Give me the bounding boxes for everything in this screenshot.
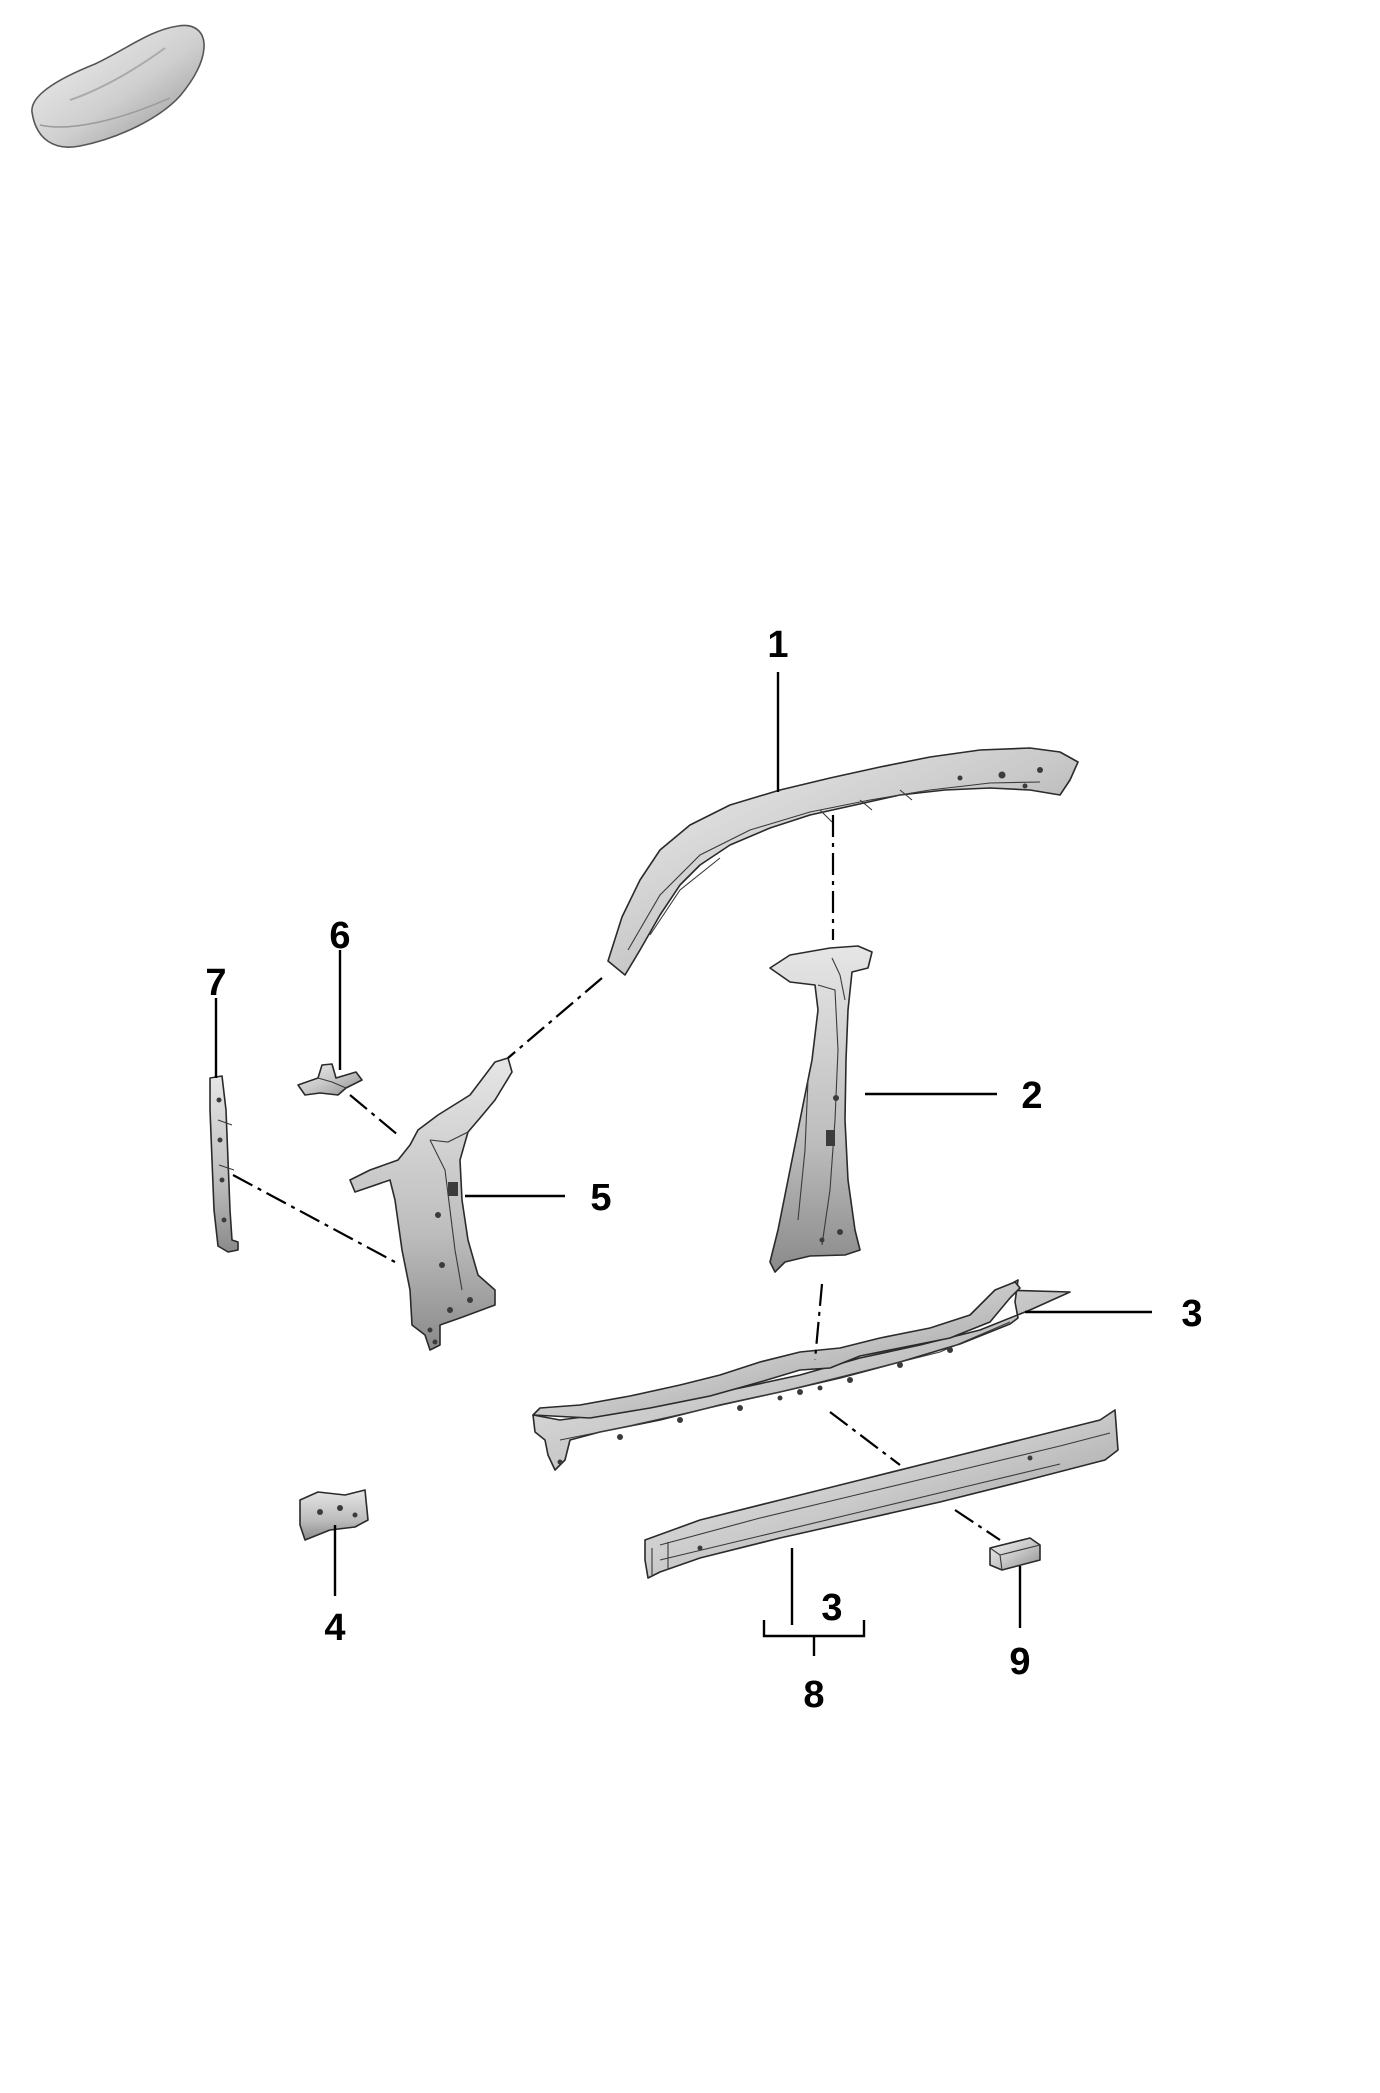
- part-closing-piece: [989, 1537, 1041, 1571]
- car-silhouette-icon: [31, 24, 205, 148]
- part-sill-outer: [644, 1409, 1119, 1579]
- callout-2: 2: [1021, 1075, 1042, 1117]
- callout-1: 1: [767, 624, 788, 666]
- assembly-lines: [232, 815, 1001, 1541]
- callout-9: 9: [1009, 1641, 1030, 1683]
- callout-5: 5: [590, 1177, 611, 1219]
- part-sill-inner: [532, 1279, 1071, 1471]
- part-a-pillar-lower: [349, 1057, 513, 1351]
- callout-8: 8: [803, 1674, 824, 1716]
- callout-4: 4: [324, 1607, 345, 1649]
- callout-3-upper: 3: [1181, 1293, 1202, 1335]
- part-bracket-upper: [297, 1063, 363, 1096]
- part-b-pillar: [769, 945, 873, 1273]
- part-vertical-reinforcement: [209, 1075, 239, 1253]
- leader-lines: [214, 672, 1152, 1656]
- part-roof-rail: [607, 747, 1079, 976]
- callout-3-lower: 3: [821, 1587, 842, 1629]
- callout-7: 7: [205, 962, 226, 1004]
- part-bracket-lower: [299, 1489, 369, 1541]
- callouts: 1 2 3 4 5 6 7 3 8 9: [205, 624, 1202, 1716]
- callout-6: 6: [329, 915, 350, 957]
